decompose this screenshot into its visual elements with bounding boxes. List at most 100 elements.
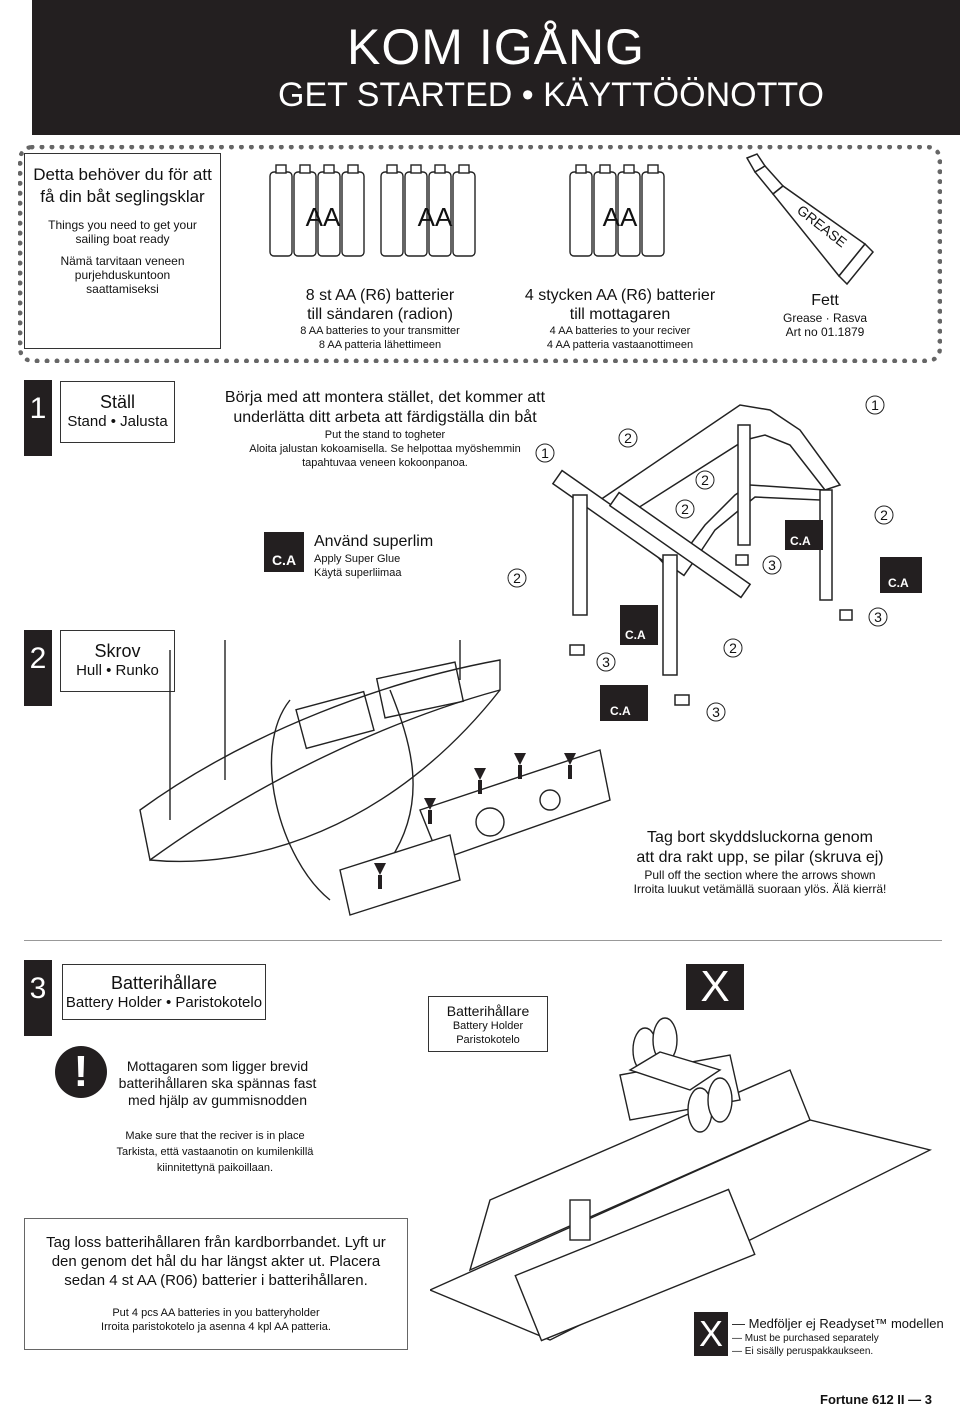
needs-intro-box: Detta behöver du för att få din båt segl… xyxy=(24,153,221,349)
step2-sub: Hull • Runko xyxy=(76,662,159,679)
transmitter-text: 8 st AA (R6) batterier till sändaren (ra… xyxy=(250,286,510,352)
needs-sv: Detta behöver du för att få din båt segl… xyxy=(33,165,212,206)
callout-3b xyxy=(868,607,888,627)
ca-glue-icon-3 xyxy=(880,557,922,593)
step1-fi: Aloita jalustan kokoamisella. Se helpott… xyxy=(249,443,521,469)
svg-text:C.A: C.A xyxy=(610,704,631,718)
ca-glue-icon-4 xyxy=(620,605,658,645)
receiver-sv-1: 4 stycken AA (R6) batterier xyxy=(524,287,716,304)
step2-divider xyxy=(24,940,942,941)
callout-2d xyxy=(874,505,894,525)
warning-en-fi: Make sure that the reciver is in place T… xyxy=(95,1128,335,1176)
aa-label-1: AA xyxy=(306,202,341,232)
ca-glue-icon-5 xyxy=(600,685,648,721)
x-mark-icon: X xyxy=(686,964,744,1010)
install-instructions: Tag loss batterihållaren från kardborrba… xyxy=(24,1218,408,1350)
receiver-sv-2: till mottagaren xyxy=(569,306,671,323)
step2-fi: Irroita luukut vetämällä suoraan ylös. Ä… xyxy=(633,882,887,896)
receiver-en: 4 AA batteries to your reciver xyxy=(549,325,691,337)
page-header: KOM IGÅNG GET STARTED • KÄYTTÖÖNOTTO xyxy=(32,0,960,135)
step1-number: 1 xyxy=(24,380,52,456)
svg-text:2: 2 xyxy=(729,640,737,656)
warning-sv: Mottagaren som ligger brevid batterihåll… xyxy=(118,1058,317,1108)
legend-en: — Must be purchased separately xyxy=(732,1333,879,1344)
step1-sv: Börja med att montera stället, det komme… xyxy=(224,389,546,426)
step1-instructions: Börja med att montera stället, det komme… xyxy=(215,388,555,470)
page-subtitle: GET STARTED • KÄYTTÖÖNOTTO xyxy=(278,76,824,114)
svg-text:C.A: C.A xyxy=(790,534,811,548)
step3-number: 3 xyxy=(24,960,52,1036)
step2-en: Pull off the section where the arrows sh… xyxy=(644,868,876,882)
aa-label-3: AA xyxy=(603,202,638,232)
svg-text:1: 1 xyxy=(871,397,879,413)
warning-en: Make sure that the reciver is in place xyxy=(125,1130,305,1142)
step2-sv-2: att dra rakt upp, se pilar (skruva ej) xyxy=(636,849,884,866)
grease-title: Fett xyxy=(811,292,839,309)
svg-text:3: 3 xyxy=(768,557,776,573)
step2-instructions: Tag bort skyddsluckorna genom att dra ra… xyxy=(620,828,900,896)
step2-number: 2 xyxy=(24,630,52,706)
page-title: KOM IGÅNG xyxy=(347,19,645,75)
glue-en: Apply Super Glue xyxy=(314,553,401,565)
step1-sub: Stand • Jalusta xyxy=(67,413,168,430)
transmitter-en: 8 AA batteries to your transmitter xyxy=(300,325,460,337)
svg-text:2: 2 xyxy=(513,570,521,586)
grease-tube-illustration: GREASE xyxy=(745,153,875,286)
step1-title: Ställ xyxy=(99,392,135,412)
needs-fi: Nämä tarvitaan veneen purjehduskuntoon s… xyxy=(60,254,185,296)
glue-fi: Käytä superliimaa xyxy=(314,567,402,579)
holder-sv: Batterihållare xyxy=(446,1003,530,1019)
page-footer: Fortune 612 II — 3 xyxy=(820,1392,932,1407)
svg-text:3: 3 xyxy=(712,704,720,720)
step1-en: Put the stand to togheter xyxy=(324,429,446,441)
legend: — Medföljer ej Readyset™ modellen — Must… xyxy=(732,1316,952,1358)
svg-text:2: 2 xyxy=(681,501,689,517)
legend-title: — Medföljer ej Readyset™ modellen xyxy=(732,1316,944,1331)
callout-2a xyxy=(618,428,638,448)
requirements-box xyxy=(18,145,942,363)
callout-2e xyxy=(507,568,527,588)
step3-title: Batterihållare xyxy=(110,973,218,993)
holder-en: Battery Holder xyxy=(452,1020,524,1032)
install-en: Put 4 pcs AA batteries in you batteryhol… xyxy=(112,1307,320,1319)
install-sv: Tag loss batterihållaren från kardborrba… xyxy=(46,1234,386,1289)
callout-3a xyxy=(762,555,782,575)
callout-1 xyxy=(535,443,555,463)
transmitter-sv-1: 8 st AA (R6) batterier xyxy=(305,287,455,304)
receiver-fi: 4 AA patteria vastaanottimeen xyxy=(546,339,694,351)
svg-text:2: 2 xyxy=(880,507,888,523)
needs-en: Things you need to get your sailing boat… xyxy=(48,218,197,246)
battery-holder-label: Batterihållare Battery Holder Paristokot… xyxy=(428,996,548,1052)
step1-title-box: Ställ Stand • Jalusta xyxy=(60,381,175,443)
callout-2b xyxy=(695,470,715,490)
holder-fi: Paristokotelo xyxy=(456,1034,520,1046)
callout-3c xyxy=(596,652,616,672)
grease-art: Art no 01.1879 xyxy=(785,325,865,339)
ca-glue-icon: C.A xyxy=(264,532,304,572)
warning-icon: ! xyxy=(55,1046,107,1098)
grease-sub: Grease · Rasva xyxy=(782,311,868,325)
warning-fi: Tarkista, että vastaanotin on kumilenkil… xyxy=(116,1146,314,1174)
callout-3d xyxy=(706,702,726,722)
hull-hatches-illustration xyxy=(139,640,611,916)
svg-text:2: 2 xyxy=(624,430,632,446)
install-fi: Irroita paristokotelo ja asenna 4 kpl AA… xyxy=(101,1321,331,1333)
grease-text: Fett Grease · Rasva Art no 01.1879 xyxy=(770,291,880,339)
callout-1b xyxy=(865,395,885,415)
svg-text:C.A: C.A xyxy=(625,628,646,642)
step2-title: Skrov xyxy=(94,641,141,661)
transmitter-sv-2: till sändaren (radion) xyxy=(307,306,453,323)
x-legend-icon: X xyxy=(694,1312,728,1356)
svg-text:3: 3 xyxy=(874,609,882,625)
svg-text:1: 1 xyxy=(541,445,549,461)
glue-notice: Använd superlim Apply Super Glue Käytä s… xyxy=(314,532,494,580)
step3-sub: Battery Holder • Paristokotelo xyxy=(65,994,263,1011)
transmitter-batteries-illustration: AA AA xyxy=(269,164,476,257)
callout-2f xyxy=(723,638,743,658)
battery-holder-illustration xyxy=(430,1017,933,1342)
step2-sv-1: Tag bort skyddsluckorna genom xyxy=(647,829,873,846)
receiver-text: 4 stycken AA (R6) batterier till mottaga… xyxy=(500,286,740,352)
step2-title-box: Skrov Hull • Runko xyxy=(60,630,175,692)
svg-text:C.A: C.A xyxy=(888,576,909,590)
ca-glue-icon-2 xyxy=(785,520,823,550)
